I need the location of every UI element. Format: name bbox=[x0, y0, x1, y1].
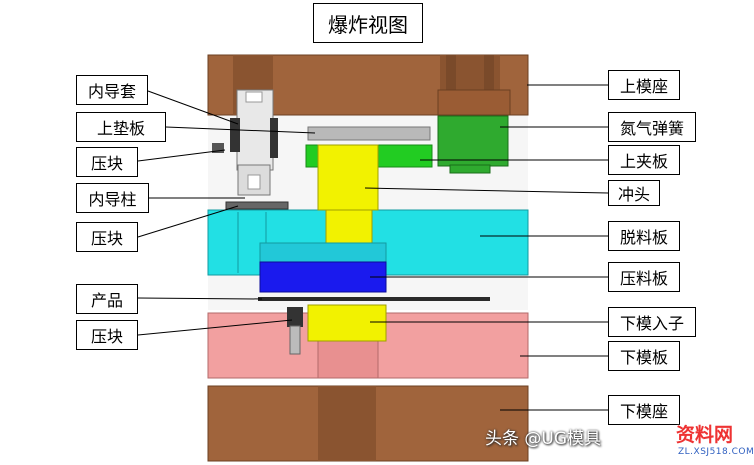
label-lower-die-plate: 下模板 bbox=[608, 341, 680, 371]
label-stripper-plate: 脱料板 bbox=[608, 221, 680, 251]
label-inner-guide-post: 内导柱 bbox=[76, 183, 149, 213]
label-press-block-1: 压块 bbox=[76, 147, 138, 177]
label-upper-backing-plate: 上垫板 bbox=[76, 112, 166, 142]
press-block-mid bbox=[225, 201, 289, 210]
label-nitrogen-spring: 氮气弹簧 bbox=[608, 112, 696, 142]
upper-die-base bbox=[207, 54, 529, 116]
label-press-block-2: 压块 bbox=[76, 222, 138, 252]
inner-guide-post bbox=[237, 164, 271, 196]
press-block-small bbox=[212, 143, 224, 153]
watermark-site-url: ZL.XSJ518.COM bbox=[678, 447, 754, 457]
label-punch: 冲头 bbox=[608, 180, 660, 206]
label-inner-guide-sleeve: 内导套 bbox=[76, 75, 148, 105]
page-title: 爆炸视图 bbox=[313, 3, 423, 43]
label-lower-die-base: 下模座 bbox=[608, 395, 680, 425]
label-product: 产品 bbox=[76, 284, 138, 314]
label-upper-clamp-plate: 上夹板 bbox=[608, 145, 680, 175]
product-strip bbox=[258, 297, 490, 301]
press-block-upper-right bbox=[270, 118, 278, 158]
pressure-plate bbox=[259, 242, 387, 293]
watermark-text: 头条 @UG模具 bbox=[485, 429, 602, 449]
lower-die-insert bbox=[307, 304, 387, 342]
label-upper-die-base: 上模座 bbox=[608, 70, 680, 100]
watermark-site-logo: 资料网 bbox=[676, 424, 734, 446]
leader-lines bbox=[137, 84, 609, 411]
lower-die-base bbox=[207, 385, 529, 462]
punch bbox=[317, 144, 379, 251]
nitrogen-spring bbox=[437, 115, 509, 174]
label-press-block-3: 压块 bbox=[76, 320, 138, 350]
label-pressure-plate: 压料板 bbox=[608, 262, 680, 292]
press-block-lower bbox=[287, 307, 303, 355]
upper-backing-plate bbox=[307, 126, 431, 141]
label-lower-die-insert: 下模入子 bbox=[608, 307, 696, 337]
press-block-upper bbox=[230, 118, 240, 152]
